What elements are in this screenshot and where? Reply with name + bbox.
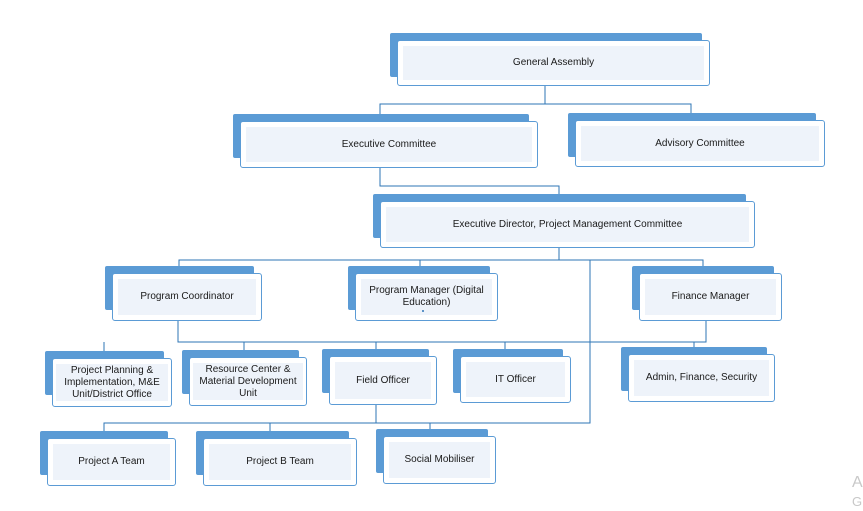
node-label: Social Mobiliser — [404, 454, 475, 465]
node-label: Executive Committee — [341, 138, 437, 150]
node-label: Field Officer — [356, 374, 410, 386]
node-label: Advisory Committee — [655, 137, 745, 149]
node-it-officer: IT Officer — [453, 349, 571, 403]
node-social-mobiliser: Social Mobiliser — [376, 429, 496, 484]
node-project-planning: Project Planning & Implementation, M&E U… — [45, 351, 172, 407]
node-program-coordinator: Program Coordinator — [105, 266, 262, 321]
node-label: Project B Team — [246, 456, 314, 467]
marker-dot — [422, 310, 424, 312]
node-label: IT Officer — [495, 373, 536, 385]
node-label: Finance Manager — [671, 291, 750, 302]
node-field-officer: Field Officer — [322, 349, 437, 405]
node-project-a-team: Project A Team — [40, 431, 176, 486]
node-label: Project Planning & Implementation, M&E U… — [64, 364, 160, 400]
node-advisory-committee: Advisory Committee — [568, 113, 825, 167]
node-label: Program Manager (Digital Education) — [369, 285, 484, 308]
node-general-assembly: General Assembly — [390, 33, 710, 86]
node-project-b-team: Project B Team — [196, 431, 357, 486]
node-label: Program Coordinator — [140, 291, 234, 302]
node-admin-finance: Admin, Finance, Security — [621, 347, 775, 402]
node-executive-committee: Executive Committee — [233, 114, 538, 168]
node-program-manager: Program Manager (Digital Education) — [348, 266, 498, 321]
node-label: Resource Center & Material Development U… — [199, 363, 297, 399]
node-label: Project A Team — [78, 456, 145, 467]
node-label: Admin, Finance, Security — [645, 372, 758, 383]
node-label: Executive Director, Project Management C… — [452, 218, 683, 230]
node-label: General Assembly — [512, 57, 595, 68]
node-executive-director: Executive Director, Project Management C… — [373, 194, 755, 248]
node-resource-center: Resource Center & Material Development U… — [182, 350, 307, 406]
corner-letter-a: A — [852, 474, 863, 491]
node-finance-manager: Finance Manager — [632, 266, 782, 321]
corner-letter-g: G — [852, 494, 863, 509]
